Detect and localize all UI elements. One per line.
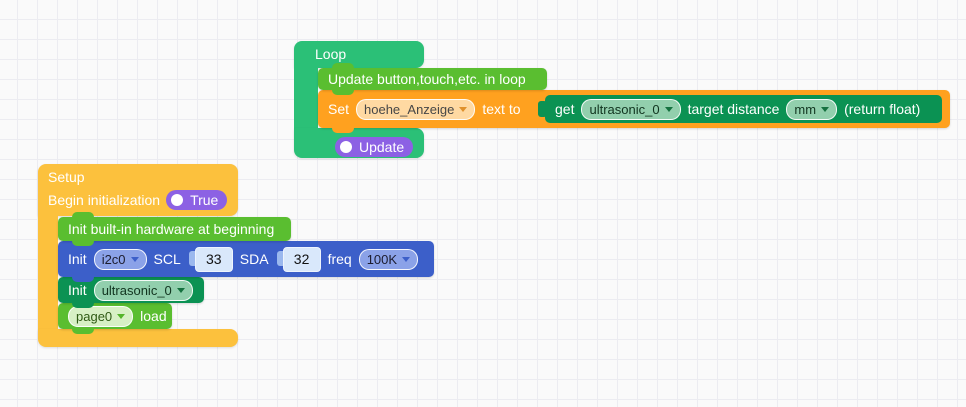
freq-label: freq: [327, 251, 352, 267]
init-ultrasonic-block[interactable]: Init ultrasonic_0: [58, 277, 204, 308]
unit-dropdown[interactable]: mm: [786, 98, 838, 120]
init-builtin-hardware-label: Init built-in hardware at beginning: [68, 221, 275, 237]
toggle-dot-icon: [171, 194, 184, 206]
variable-dropdown-value: hoehe_Anzeige: [364, 101, 455, 117]
chevron-down-icon: [664, 106, 673, 112]
get-label: get: [555, 101, 575, 117]
chevron-down-icon: [821, 106, 830, 112]
begin-initialization-toggle[interactable]: True: [166, 190, 228, 210]
ultrasonic-unit-dropdown-value: ultrasonic_0: [589, 101, 660, 117]
variable-dropdown[interactable]: hoehe_Anzeige: [356, 98, 476, 120]
set-label: Set: [328, 101, 350, 117]
set-label-text-block[interactable]: Set hoehe_Anzeige text to get ultrasonic…: [318, 90, 950, 133]
text-to-label: text to: [482, 101, 521, 117]
target-distance-label: target distance: [687, 101, 780, 117]
setup-header[interactable]: Setup Begin initialization True: [38, 164, 238, 216]
ultrasonic-dropdown-value: ultrasonic_0: [101, 282, 172, 298]
sda-pin-input[interactable]: 32: [276, 246, 321, 272]
ultrasonic-unit-dropdown[interactable]: ultrasonic_0: [581, 98, 681, 120]
unit-dropdown-value: mm: [794, 101, 817, 117]
chevron-down-icon: [130, 256, 139, 262]
load-label: load: [140, 308, 167, 324]
ultrasonic-dropdown[interactable]: ultrasonic_0: [93, 279, 193, 301]
update-hardware-block[interactable]: Update button,touch,etc. in loop: [318, 63, 547, 95]
sda-label: SDA: [239, 251, 269, 267]
begin-initialization-label: Begin initialization: [48, 192, 161, 208]
freq-dropdown[interactable]: 100K: [358, 248, 419, 270]
loop-spine: [294, 66, 318, 130]
chevron-down-icon: [402, 256, 411, 262]
ultrasonic-init-label: Init: [68, 282, 87, 298]
i2c-init-label: Init: [68, 251, 87, 267]
loop-header[interactable]: Loop: [294, 41, 424, 68]
toggle-dot-icon: [340, 141, 352, 153]
setup-spine: [38, 214, 58, 331]
page-dropdown-value: page0: [76, 308, 113, 324]
get-distance-value-block[interactable]: get ultrasonic_0 target distance mm (ret…: [538, 95, 942, 123]
init-builtin-hardware-block[interactable]: Init built-in hardware at beginning: [58, 212, 291, 246]
i2c-port-dropdown-value: i2c0: [101, 251, 126, 267]
setup-footer: [38, 329, 238, 347]
setup-title: Setup: [48, 169, 85, 185]
scl-pin-input[interactable]: 33: [188, 246, 233, 272]
chevron-down-icon: [176, 287, 185, 293]
i2c-port-dropdown[interactable]: i2c0: [93, 248, 147, 270]
chevron-down-icon: [117, 313, 126, 319]
freq-dropdown-value: 100K: [366, 251, 398, 267]
chevron-down-icon: [459, 106, 468, 112]
loop-update-toggle[interactable]: Update: [335, 137, 414, 157]
loop-title: Loop: [315, 46, 347, 62]
begin-initialization-value: True: [190, 192, 219, 208]
page-dropdown[interactable]: page0: [68, 305, 134, 327]
update-hardware-label: Update button,touch,etc. in loop: [328, 71, 526, 87]
return-type-label: (return float): [844, 101, 921, 117]
scl-label: SCL: [153, 251, 181, 267]
loop-update-toggle-label: Update: [359, 139, 405, 155]
init-i2c-block[interactable]: Init i2c0 SCL 33 SDA 32 freq 100K: [58, 241, 434, 282]
